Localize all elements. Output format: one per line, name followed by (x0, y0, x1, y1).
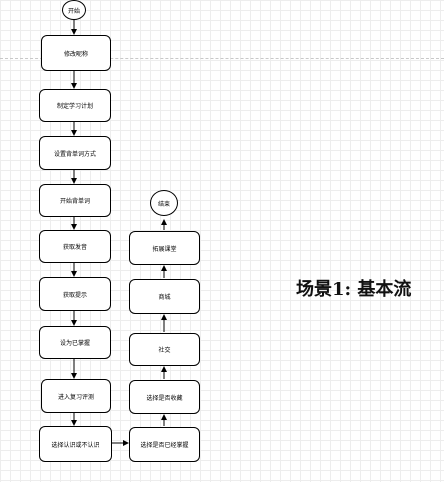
step-set-memorize-mode: 设置背单词方式 (39, 136, 111, 170)
step-mark-mastered: 设为已掌握 (39, 326, 111, 359)
step-enter-review-test: 进入复习评测 (41, 379, 111, 413)
step-get-pronunciation: 获取发音 (39, 230, 111, 263)
step-choose-if-favorite: 选择是否收藏 (129, 380, 200, 414)
step-mall: 商城 (129, 279, 200, 314)
step-choose-know-or-not: 选择认识或不认识 (39, 426, 112, 462)
start-node: 开始 (62, 0, 86, 20)
step-extended-class: 拓展课堂 (129, 231, 200, 265)
scene-title: 场景1: 基本流 (296, 279, 412, 300)
end-node: 结束 (150, 190, 178, 216)
step-modify-nickname: 修改昵称 (41, 35, 111, 71)
page-break-line (0, 58, 444, 59)
step-social: 社交 (129, 333, 200, 366)
step-get-hint: 获取提示 (39, 277, 111, 311)
step-choose-if-mastered: 选择是否已经掌握 (129, 427, 200, 462)
step-make-study-plan: 制定学习计划 (39, 89, 111, 122)
step-start-memorize: 开始背单词 (39, 184, 111, 217)
